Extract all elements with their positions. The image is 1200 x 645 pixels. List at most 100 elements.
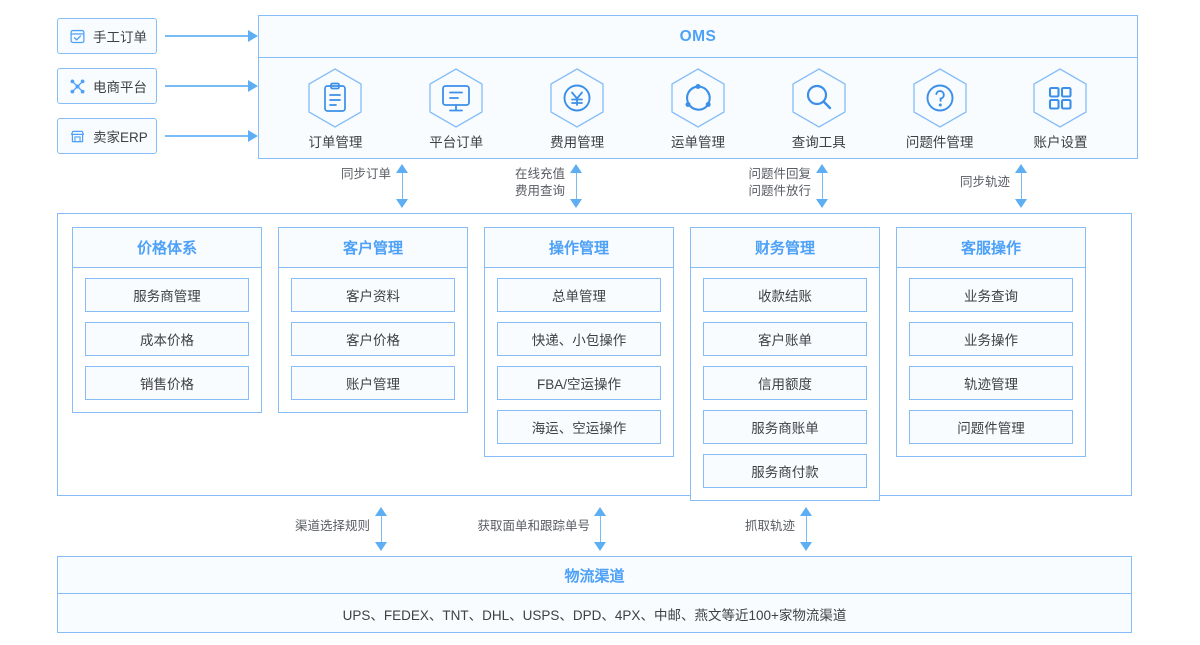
monitor-icon xyxy=(442,84,471,111)
yen-circle-icon xyxy=(563,84,591,111)
column-body: 总单管理 快递、小包操作 FBA/空运操作 海运、空运操作 xyxy=(485,268,673,456)
oms-module-query-tool[interactable]: 查询工具 xyxy=(766,67,872,151)
connector-label-online-recharge: 在线充值 费用查询 xyxy=(514,167,565,198)
column-item[interactable]: 客户资料 xyxy=(291,278,455,312)
oms-module-waybill-management[interactable]: 运单管理 xyxy=(645,67,751,151)
connector-label-problem-parcel-reply: 问题件回复 问题件放行 xyxy=(748,167,811,198)
oms-module-label: 账户设置 xyxy=(1033,134,1088,150)
oms-module-label: 运单管理 xyxy=(670,134,725,150)
column-item[interactable]: 轨迹管理 xyxy=(909,366,1073,400)
source-box-seller-erp[interactable]: 卖家ERP xyxy=(57,118,157,154)
column-header: 客户管理 xyxy=(279,228,467,268)
column-item[interactable]: 服务商管理 xyxy=(85,278,249,312)
column-item[interactable]: 业务查询 xyxy=(909,278,1073,312)
core-system-panel: 价格体系 服务商管理 成本价格 销售价格 客户管理 客户资料 客户价格 账户管理 xyxy=(57,213,1132,501)
connector-arrow-get-label-tracking xyxy=(594,507,607,551)
connector-arrow-online-recharge xyxy=(570,164,583,208)
column-body: 客户资料 客户价格 账户管理 xyxy=(279,268,467,412)
oms-panel: OMS 订单管理 xyxy=(258,15,1138,159)
column-finance-management: 财务管理 收款结账 客户账单 信用额度 服务商账单 服务商付款 xyxy=(690,227,880,501)
hexagon-frame xyxy=(306,67,364,129)
column-item[interactable]: 服务商付款 xyxy=(703,454,867,488)
oms-module-label: 查询工具 xyxy=(791,134,846,150)
column-customer-service: 客服操作 业务查询 业务操作 轨迹管理 问题件管理 xyxy=(896,227,1086,457)
source-label: 电商平台 xyxy=(93,80,147,95)
question-circle-icon xyxy=(926,84,954,111)
connector-arrow-fetch-track xyxy=(800,507,813,551)
hexagon-frame xyxy=(427,67,485,129)
oms-module-fee-management[interactable]: 费用管理 xyxy=(524,67,630,151)
grid-squares-icon xyxy=(1049,86,1073,110)
column-item[interactable]: 客户账单 xyxy=(703,322,867,356)
core-column-group: 价格体系 服务商管理 成本价格 销售价格 客户管理 客户资料 客户价格 账户管理 xyxy=(72,227,1117,501)
column-item[interactable]: 快递、小包操作 xyxy=(497,322,661,356)
hexagon-frame xyxy=(669,67,727,129)
column-title: 客户管理 xyxy=(342,240,403,257)
oms-module-platform-order[interactable]: 平台订单 xyxy=(403,67,509,151)
oms-module-account-settings[interactable]: 账户设置 xyxy=(1007,67,1113,151)
arrow-manual-order-to-oms xyxy=(165,30,258,42)
connector-label-get-label-tracking: 获取面单和跟踪单号 xyxy=(477,519,590,533)
column-body: 业务查询 业务操作 轨迹管理 问题件管理 xyxy=(897,268,1085,456)
column-item[interactable]: 信用额度 xyxy=(703,366,867,400)
column-header: 客服操作 xyxy=(897,228,1085,268)
connector-label-fetch-track: 抓取轨迹 xyxy=(744,519,795,533)
column-item[interactable]: 客户价格 xyxy=(291,322,455,356)
oms-module-label: 费用管理 xyxy=(550,134,605,150)
logistics-description: UPS、FEDEX、TNT、DHL、USPS、DPD、4PX、中邮、燕文等近10… xyxy=(342,607,847,623)
column-item[interactable]: 成本价格 xyxy=(85,322,249,356)
column-title: 财务管理 xyxy=(754,240,815,257)
hexagon-frame xyxy=(548,67,606,129)
column-header: 财务管理 xyxy=(691,228,879,268)
column-body: 服务商管理 成本价格 销售价格 xyxy=(73,268,261,412)
arrow-erp-to-oms xyxy=(165,130,258,142)
oms-title: OMS xyxy=(679,27,717,45)
oms-module-problem-parcel[interactable]: 问题件管理 xyxy=(887,67,993,151)
source-label: 手工订单 xyxy=(93,30,147,45)
oms-module-order-management[interactable]: 订单管理 xyxy=(282,67,388,151)
oms-module-label: 平台订单 xyxy=(429,134,484,150)
column-header: 操作管理 xyxy=(485,228,673,268)
connector-arrow-problem-parcel-reply xyxy=(816,164,829,208)
column-item[interactable]: 总单管理 xyxy=(497,278,661,312)
column-item[interactable]: 业务操作 xyxy=(909,322,1073,356)
source-box-ecommerce-platform[interactable]: 电商平台 xyxy=(57,68,157,104)
clipboard-icon xyxy=(324,82,347,112)
hexagon-frame xyxy=(790,67,848,129)
column-item[interactable]: 账户管理 xyxy=(291,366,455,400)
connector-arrow-channel-rule xyxy=(375,507,388,551)
connector-label-channel-rule: 渠道选择规则 xyxy=(294,519,370,533)
column-item[interactable]: FBA/空运操作 xyxy=(497,366,661,400)
search-icon xyxy=(806,84,831,109)
oms-module-label: 问题件管理 xyxy=(905,134,974,150)
logistics-title-bar: 物流渠道 xyxy=(58,557,1131,594)
column-item[interactable]: 销售价格 xyxy=(85,366,249,400)
sync-circle-icon xyxy=(685,83,711,111)
storefront-icon xyxy=(70,130,85,142)
column-item[interactable]: 服务商账单 xyxy=(703,410,867,444)
column-item[interactable]: 收款结账 xyxy=(703,278,867,312)
column-customer-management: 客户管理 客户资料 客户价格 账户管理 xyxy=(278,227,468,413)
oms-title-bar: OMS xyxy=(259,16,1137,58)
source-label: 卖家ERP xyxy=(93,130,148,145)
logistics-channel-panel: 物流渠道 UPS、FEDEX、TNT、DHL、USPS、DPD、4PX、中邮、燕… xyxy=(57,556,1132,633)
column-item[interactable]: 海运、空运操作 xyxy=(497,410,661,444)
connector-arrow-sync-order xyxy=(396,164,409,208)
arrow-ecommerce-to-oms xyxy=(165,80,258,92)
hexagon-frame xyxy=(911,67,969,129)
oms-module-label: 订单管理 xyxy=(308,134,363,150)
logistics-title: 物流渠道 xyxy=(564,567,625,585)
column-item[interactable]: 问题件管理 xyxy=(909,410,1073,444)
hexagon-frame xyxy=(1031,67,1089,129)
calendar-check-icon xyxy=(70,29,85,43)
column-price-system: 价格体系 服务商管理 成本价格 销售价格 xyxy=(72,227,262,413)
source-box-manual-order[interactable]: 手工订单 xyxy=(57,18,157,54)
network-nodes-icon xyxy=(70,79,85,93)
column-title: 客服操作 xyxy=(960,240,1021,257)
connector-arrow-sync-track xyxy=(1015,164,1028,208)
column-header: 价格体系 xyxy=(73,228,261,268)
column-title: 操作管理 xyxy=(548,240,609,257)
connector-label-sync-order: 同步订单 xyxy=(340,167,391,181)
oms-module-row: 订单管理 平台订单 xyxy=(259,58,1137,159)
